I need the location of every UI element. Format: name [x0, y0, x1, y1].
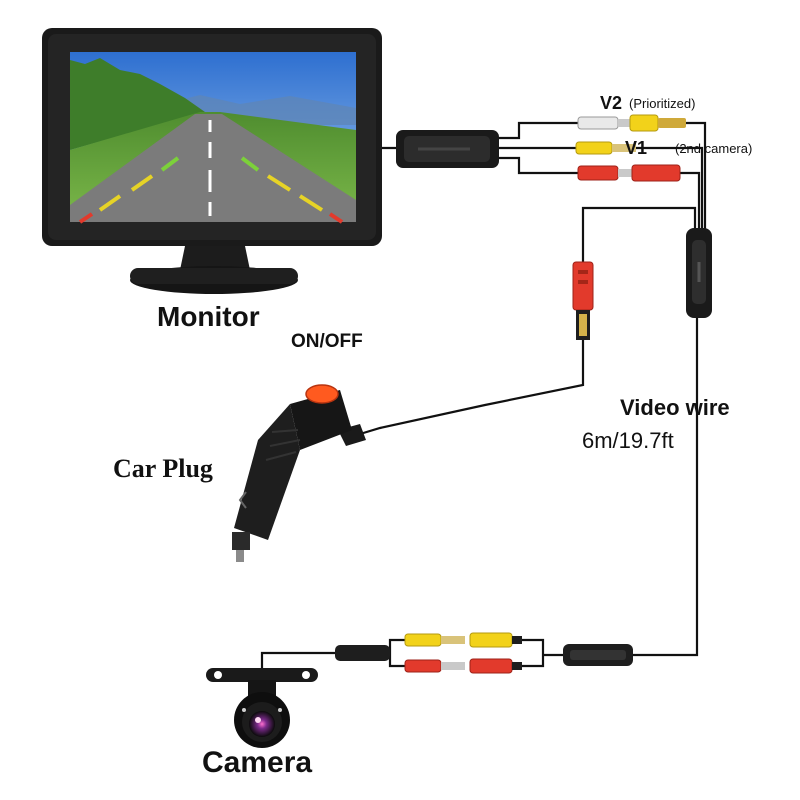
- monitor-screen: [70, 52, 356, 224]
- rca-connectors-camera: [404, 632, 522, 674]
- camera-cable-box: [335, 645, 390, 661]
- power-connector: [572, 261, 594, 340]
- wire-length-label: 6m/19.7ft: [582, 428, 674, 453]
- inline-filter-box: [686, 228, 712, 318]
- camera-label: Camera: [202, 746, 313, 779]
- monitor-splitter-box: [396, 130, 499, 168]
- car-plug: [232, 384, 366, 562]
- v2-note-label: (Prioritized): [629, 96, 696, 111]
- camera-splitter-box: [563, 644, 633, 666]
- car-plug-label: Car Plug: [113, 454, 213, 483]
- video-wire-label: Video wire: [620, 395, 730, 420]
- monitor-label: Monitor: [157, 301, 260, 332]
- cables: [260, 121, 707, 672]
- monitor: [42, 28, 382, 294]
- v1-note-label: (2nd camera): [675, 141, 753, 156]
- v1-label: V1: [625, 138, 648, 158]
- on-off-label: ON/OFF: [291, 331, 363, 352]
- rca-connectors-monitor: [575, 114, 686, 182]
- v2-label: V2: [600, 93, 623, 113]
- camera: [206, 668, 318, 748]
